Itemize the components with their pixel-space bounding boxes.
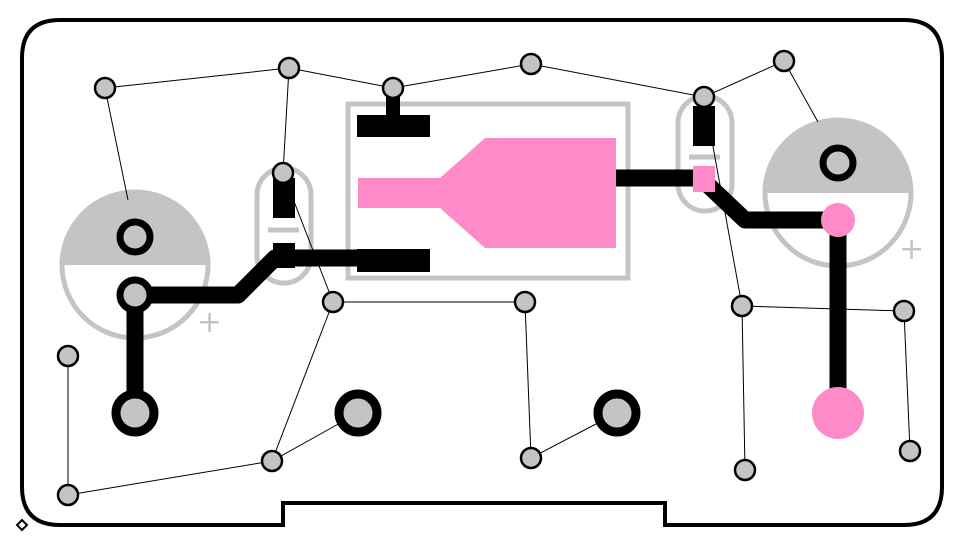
ic-tab-pad-selected[interactable]: [358, 138, 616, 248]
via[interactable]: [56, 483, 80, 507]
via[interactable]: [56, 344, 80, 368]
smd-pad-right-bottom-selected[interactable]: [693, 166, 715, 192]
via[interactable]: [519, 52, 543, 76]
cap-right-pad-positive-selected[interactable]: [821, 203, 855, 237]
via[interactable]: [277, 56, 301, 80]
regulator-outline[interactable]: [345, 101, 631, 281]
via[interactable]: [730, 294, 754, 318]
ic-pad-top-tab: [386, 95, 400, 117]
trace-left[interactable]: [126, 249, 360, 413]
via[interactable]: [892, 299, 916, 323]
via[interactable]: [772, 49, 796, 73]
origin-marker: [15, 518, 29, 532]
via[interactable]: [321, 290, 345, 314]
via[interactable]: [733, 458, 757, 482]
via[interactable]: [519, 446, 543, 470]
smd-pad-left-bottom[interactable]: [273, 243, 295, 268]
connector-pad-2[interactable]: [334, 389, 382, 437]
connector-pad-1[interactable]: [111, 389, 159, 437]
trace-right[interactable]: [702, 178, 847, 413]
polarity-mark-right: +: [899, 232, 924, 267]
via[interactable]: [93, 76, 117, 100]
smd-pad-right-top[interactable]: [693, 106, 715, 146]
via[interactable]: [692, 85, 716, 109]
connector-pad-3[interactable]: [593, 389, 641, 437]
via[interactable]: [381, 76, 405, 100]
via[interactable]: [271, 161, 295, 185]
polarity-mark-left: +: [197, 305, 222, 340]
cap-left-pad-negative[interactable]: [116, 218, 154, 256]
connector-pad-4-selected[interactable]: [812, 387, 864, 439]
ic-pad-bottom[interactable]: [357, 249, 430, 272]
via[interactable]: [513, 290, 537, 314]
cap-right-pad-negative[interactable]: [819, 144, 857, 182]
board-outline: [20, 18, 944, 527]
via[interactable]: [260, 449, 284, 473]
ic-pad-top[interactable]: [357, 115, 430, 137]
vias: [56, 49, 922, 507]
via[interactable]: [898, 439, 922, 463]
cap-left-pad-positive[interactable]: [116, 276, 154, 314]
smd-pad-left-top[interactable]: [273, 178, 295, 218]
